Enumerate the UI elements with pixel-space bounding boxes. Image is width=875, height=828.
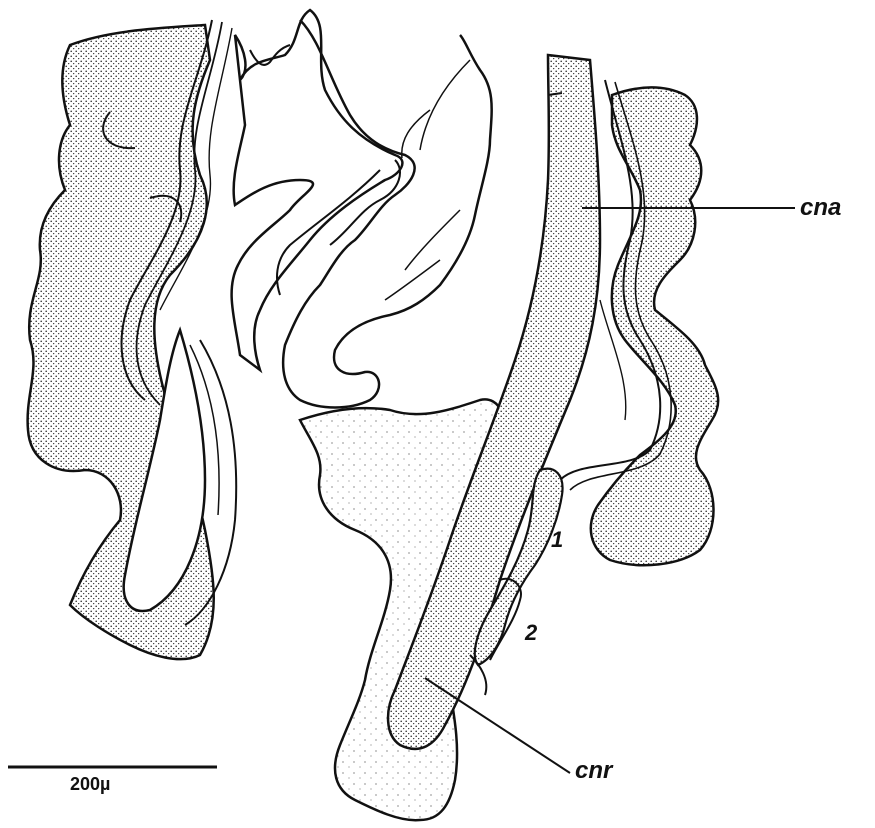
upper-folded-membrane bbox=[232, 10, 403, 370]
label-cna: cna bbox=[800, 194, 841, 222]
label-1: 1 bbox=[551, 527, 563, 553]
label-cnr: cnr bbox=[575, 757, 612, 785]
label-2: 2 bbox=[525, 620, 537, 646]
scale-bar-label: 200µ bbox=[70, 774, 110, 795]
right-stippled-lobe bbox=[591, 88, 718, 566]
